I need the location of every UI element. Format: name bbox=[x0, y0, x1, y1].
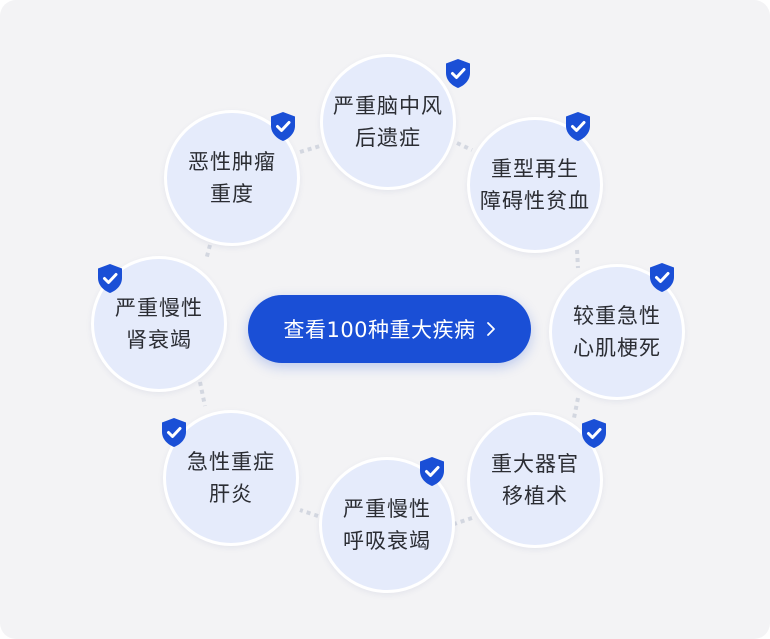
disease-node-3-line-2: 心肌梗死 bbox=[573, 336, 661, 360]
disease-node-1-line-2: 后遗症 bbox=[355, 126, 421, 150]
connector-3-4 bbox=[572, 397, 580, 419]
disease-node-8-line-1: 恶性肿瘤 bbox=[188, 150, 276, 174]
disease-node-3-line-1: 较重急性 bbox=[573, 304, 661, 328]
shield-check-icon bbox=[446, 59, 470, 88]
connector-5-6 bbox=[299, 508, 319, 518]
shield-check-icon bbox=[98, 264, 122, 293]
disease-node-6-line-2: 肝炎 bbox=[209, 482, 253, 506]
disease-node-2-line-1: 重型再生 bbox=[491, 157, 579, 181]
shield-check-icon bbox=[650, 263, 674, 292]
disease-node-4-line-1: 重大器官 bbox=[491, 452, 579, 476]
disease-node-7-line-2: 肾衰竭 bbox=[126, 328, 192, 352]
connector-2-3 bbox=[575, 249, 580, 269]
view-diseases-button-label: 查看100种重大疾病 bbox=[283, 318, 476, 342]
connector-4-5 bbox=[453, 516, 473, 526]
disease-node-2-line-2: 障碍性贫血 bbox=[480, 189, 590, 213]
connector-6-7 bbox=[198, 381, 207, 407]
disease-node-6-line-1: 急性重症 bbox=[187, 450, 275, 474]
connector-8-1 bbox=[299, 144, 321, 154]
disease-node-1: 严重脑中风 后遗症 bbox=[320, 54, 456, 190]
disease-node-4: 重大器官 移植术 bbox=[467, 412, 603, 548]
shield-check-icon bbox=[566, 112, 590, 141]
shield-check-icon bbox=[162, 418, 186, 447]
connector-1-2 bbox=[456, 141, 473, 152]
chevron-right-icon bbox=[486, 322, 495, 336]
disease-node-1-line-1: 严重脑中风 bbox=[333, 94, 443, 118]
disease-node-7-line-1: 严重慢性 bbox=[115, 296, 203, 320]
view-diseases-button[interactable]: 查看100种重大疾病 bbox=[248, 295, 531, 363]
disease-node-5-line-1: 严重慢性 bbox=[343, 497, 431, 521]
shield-check-icon bbox=[582, 419, 606, 448]
shield-check-icon bbox=[420, 457, 444, 486]
shield-check-icon bbox=[271, 112, 295, 141]
disease-node-5-line-2: 呼吸衰竭 bbox=[343, 529, 431, 553]
disease-node-8-line-2: 重度 bbox=[210, 182, 254, 206]
connector-7-8 bbox=[204, 244, 212, 261]
disease-node-2: 重型再生 障碍性贫血 bbox=[467, 117, 603, 253]
disease-node-4-line-2: 移植术 bbox=[502, 484, 568, 508]
